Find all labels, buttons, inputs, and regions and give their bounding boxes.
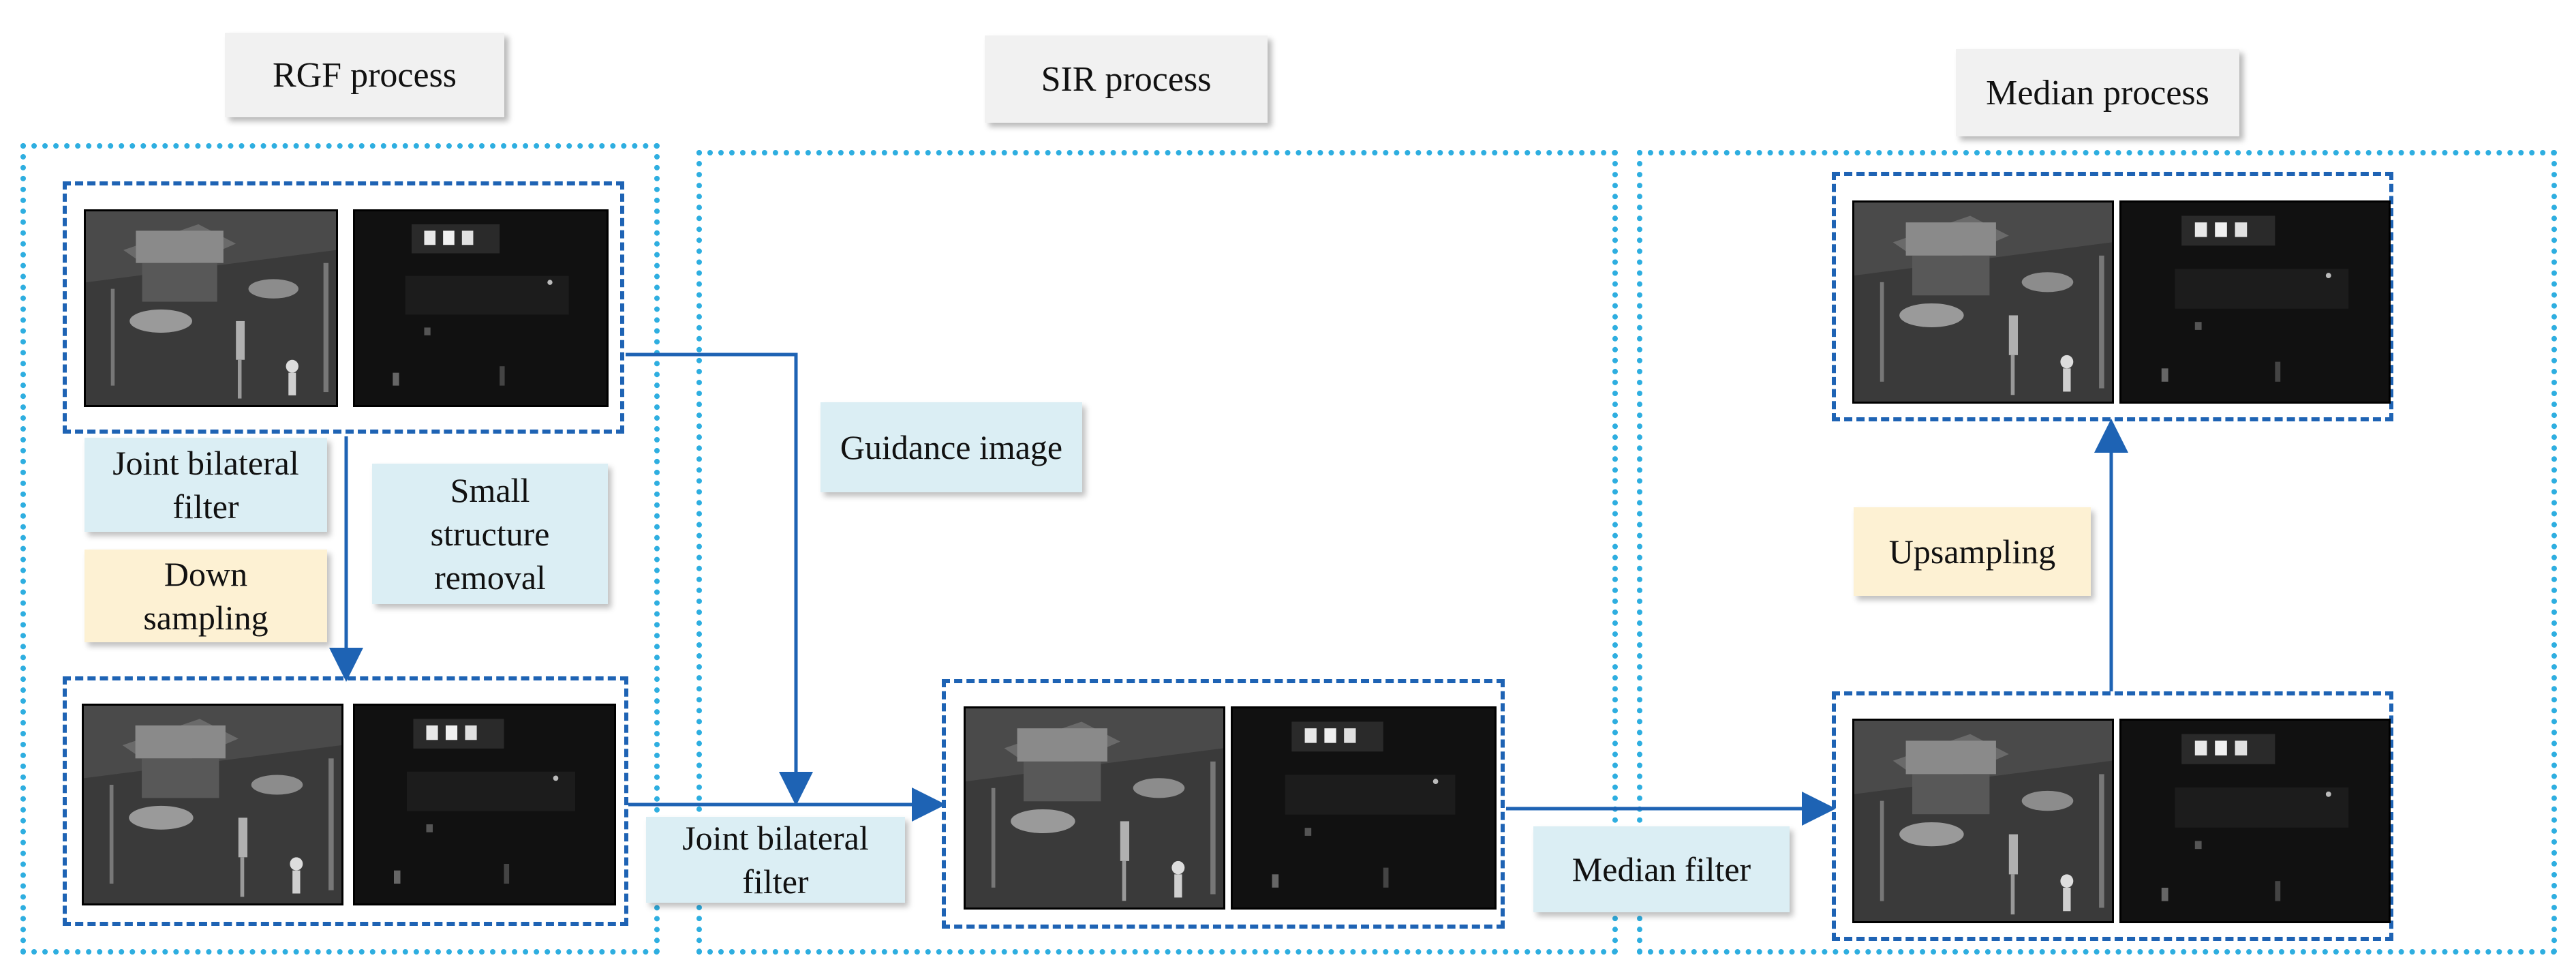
- median-filter-label: Median filter: [1533, 826, 1790, 912]
- infrared-image-thumbnail: [2119, 200, 2391, 404]
- arrow-guidance-image: [626, 352, 813, 806]
- rgf-input-image-pair: [63, 181, 624, 434]
- joint-bilateral-filter-label: Joint bilateral filter: [85, 438, 327, 532]
- down-sampling-label: Down sampling: [85, 550, 327, 642]
- upsampling-label: Upsampling: [1854, 507, 2091, 596]
- rgf-process-title-text: RGF process: [272, 55, 457, 95]
- rgf-process-title: RGF process: [225, 33, 504, 117]
- infrared-image-thumbnail: [353, 704, 616, 905]
- sir-output-image-pair: [942, 679, 1505, 929]
- median-input-image-pair: [1832, 691, 2393, 941]
- infrared-image-thumbnail: [1231, 706, 1497, 910]
- sir-process-panel: [696, 150, 1618, 955]
- infrared-image-thumbnail: [2119, 719, 2391, 923]
- sir-process-title: SIR process: [985, 35, 1268, 123]
- median-process-title-text: Median process: [1986, 73, 2209, 112]
- small-structure-removal-label: Small structure removal: [372, 464, 608, 604]
- visible-image-thumbnail: [1852, 719, 2114, 923]
- visible-image-thumbnail: [964, 706, 1225, 910]
- visible-image-thumbnail: [84, 209, 338, 407]
- median-output-image-pair: [1832, 172, 2393, 421]
- guidance-image-label: Guidance image: [821, 402, 1082, 492]
- median-process-panel: [1637, 150, 2557, 955]
- infrared-image-thumbnail: [353, 209, 609, 407]
- joint-bilateral-filter-label-2: Joint bilateral filter: [646, 817, 905, 903]
- median-process-title: Median process: [1956, 49, 2239, 136]
- visible-image-thumbnail: [82, 704, 343, 905]
- rgf-output-image-pair: [63, 676, 628, 926]
- sir-process-title-text: SIR process: [1041, 59, 1212, 99]
- visible-image-thumbnail: [1852, 200, 2114, 404]
- rgf-process-panel: [20, 143, 660, 955]
